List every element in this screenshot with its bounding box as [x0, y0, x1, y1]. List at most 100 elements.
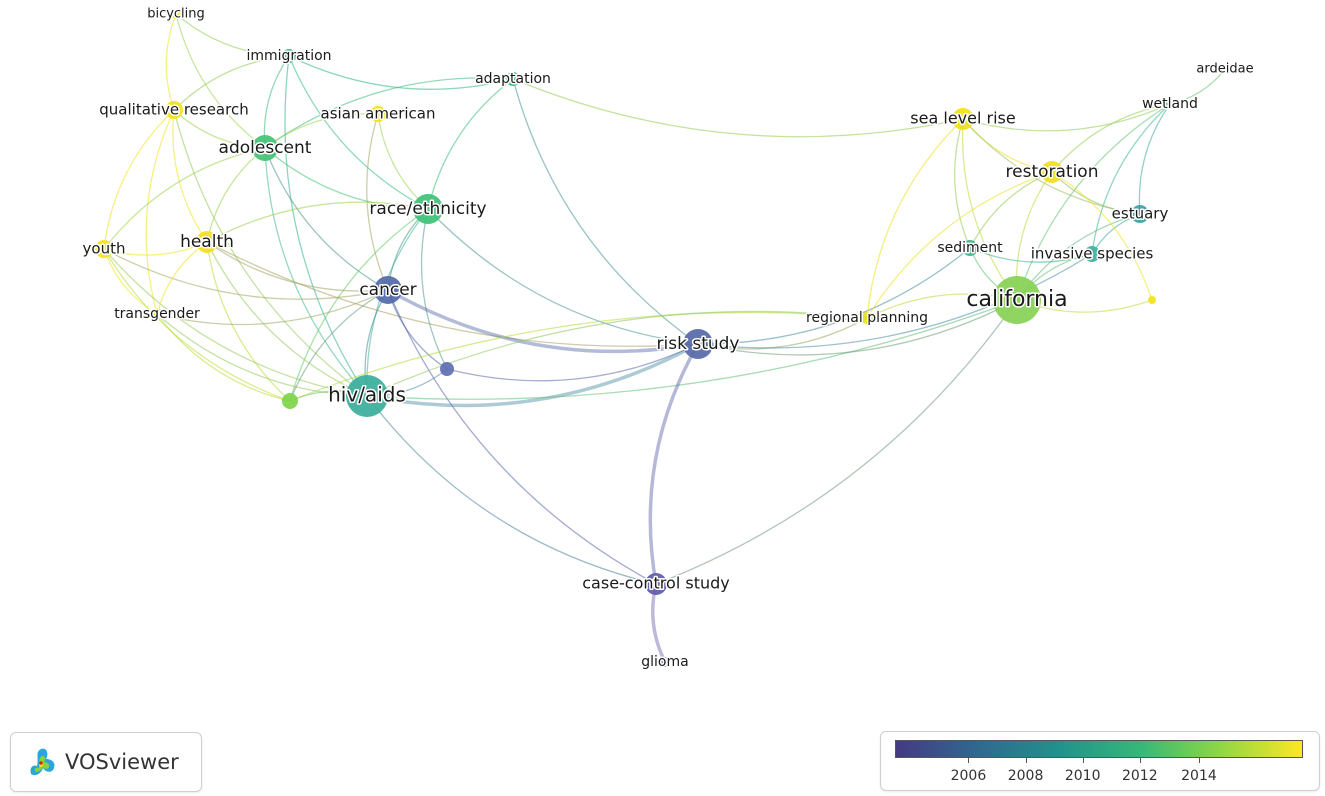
legend-tick-label: 2008	[1007, 768, 1044, 784]
node-label-bicycling[interactable]: bicycling	[146, 5, 207, 23]
edge-adolescent-hiv_aids	[264, 147, 368, 397]
edge-cancer-small_green	[289, 289, 389, 402]
node-regional-planning[interactable]	[861, 312, 873, 324]
node-restoration[interactable]	[1041, 161, 1063, 183]
legend-tick-label: 2012	[1121, 768, 1158, 784]
node-label-adaptation[interactable]: adaptation	[474, 70, 553, 89]
edge-wetland-ardeidae	[1169, 68, 1226, 105]
node-adaptation[interactable]	[506, 72, 520, 86]
node-wetland[interactable]	[1165, 99, 1175, 109]
edge-wetland-invasive_species	[1091, 103, 1171, 255]
legend-tick-label: 2006	[950, 768, 987, 784]
edge-risk_study-case_control_study	[648, 343, 700, 585]
node-invasive-species[interactable]	[1084, 246, 1100, 262]
node-label-sediment[interactable]: sediment	[936, 239, 1005, 258]
node-label-health[interactable]: health	[179, 231, 236, 254]
edge-bicycling-immigration	[175, 13, 290, 57]
node-health[interactable]	[196, 231, 218, 253]
node-label-immigration[interactable]: immigration	[245, 47, 333, 66]
edge-race_ethnicity-health	[206, 201, 429, 243]
edge-health-transgender	[156, 241, 208, 315]
node-race-ethnicity[interactable]	[413, 194, 443, 224]
node-glioma[interactable]	[660, 657, 670, 667]
node-california[interactable]	[993, 276, 1041, 324]
node-adolescent[interactable]	[252, 135, 278, 161]
node-label-ardeidae[interactable]: ardeidae	[1195, 60, 1255, 78]
node-label-regional-planning[interactable]: regional planning	[805, 309, 930, 328]
edge-cancer-risk_study	[387, 288, 699, 354]
edge-small_yellow-restoration	[1051, 171, 1153, 301]
node-label-wetland[interactable]: wetland	[1141, 95, 1200, 114]
node-label-race-ethnicity[interactable]: race/ethnicity	[368, 198, 488, 221]
edge-adaptation-race_ethnicity	[427, 78, 514, 210]
legend-tick-mark	[1082, 758, 1084, 763]
node-sediment[interactable]	[962, 240, 978, 256]
edge-race_ethnicity-small_green	[289, 208, 429, 402]
edge-cancer-small_blue	[387, 289, 448, 370]
edge-race_ethnicity-risk_study	[427, 208, 699, 345]
nodes-layer	[95, 9, 1228, 667]
node-label-restoration[interactable]: restoration	[1004, 161, 1100, 184]
node-label-risk-study[interactable]: risk study	[655, 333, 741, 356]
edge-risk_study-california	[697, 299, 1018, 356]
edge-sea_level_rise-regional_planning	[866, 118, 964, 319]
edge-youth-small_green	[103, 248, 291, 402]
node-small-green[interactable]	[282, 393, 298, 409]
node-label-sea-level-rise[interactable]: sea level rise	[909, 107, 1017, 129]
edge-adaptation-risk_study	[512, 78, 699, 345]
node-immigration[interactable]	[282, 49, 296, 63]
edge-health-risk_study	[206, 241, 699, 347]
node-small-yellow[interactable]	[1148, 296, 1156, 304]
node-label-estuary[interactable]: estuary	[1110, 203, 1170, 224]
node-label-transgender[interactable]: transgender	[113, 305, 202, 324]
node-risk-study[interactable]	[683, 329, 713, 359]
edge-restoration-sediment	[969, 171, 1053, 249]
node-cancer[interactable]	[374, 276, 402, 304]
node-asian-american[interactable]	[370, 106, 386, 122]
labels-layer: bicycling immigration adaptation qualitativ…	[81, 5, 1255, 672]
node-label-california[interactable]: california	[965, 286, 1069, 314]
node-hiv-aids[interactable]	[346, 375, 388, 417]
node-case-control-study[interactable]	[645, 573, 667, 595]
edge-adaptation-sea_level_rise	[512, 78, 964, 138]
node-sea-level-rise[interactable]	[952, 108, 974, 130]
edge-adolescent-youth	[103, 147, 266, 250]
node-label-invasive-species[interactable]: invasive species	[1029, 243, 1155, 264]
node-transgender[interactable]	[151, 308, 163, 320]
vosviewer-logo-icon	[30, 748, 55, 776]
edge-immigration-hiv_aids	[284, 55, 368, 397]
edge-case_control_study-glioma	[651, 583, 667, 663]
edge-risk_study-regional_planning	[697, 317, 868, 350]
edge-wetland-estuary	[1138, 103, 1171, 215]
node-label-glioma[interactable]: glioma	[640, 653, 690, 672]
edge-adolescent-race_ethnicity	[264, 147, 429, 210]
edge-sea_level_rise-sediment	[953, 118, 971, 249]
edge-sea_level_rise-california	[961, 118, 1018, 301]
node-label-hiv-aids[interactable]: hiv/aids	[327, 381, 408, 408]
node-label-youth[interactable]: youth	[81, 238, 127, 259]
edge-hiv_aids-case_control_study	[366, 395, 657, 585]
edge-adaptation-adolescent	[264, 77, 514, 149]
node-youth[interactable]	[95, 240, 113, 258]
edge-bicycling-qualitative_research	[165, 13, 177, 111]
vosviewer-logo-text: VOSviewer	[65, 750, 179, 774]
node-ardeidae[interactable]	[1222, 66, 1228, 72]
edge-transgender-small_green	[156, 313, 291, 402]
node-label-asian-american[interactable]: asian american	[319, 103, 437, 124]
node-label-adolescent[interactable]: adolescent	[217, 137, 313, 160]
legend-tick-label: 2010	[1064, 768, 1101, 784]
edge-transgender-cancer	[156, 289, 389, 326]
edge-health-cancer	[206, 241, 389, 292]
edge-case_control_study-california	[655, 299, 1018, 585]
node-bicycling[interactable]	[171, 9, 181, 19]
node-label-qualitative-research[interactable]: qualitative research	[98, 99, 250, 120]
node-small-blue[interactable]	[440, 362, 454, 376]
node-label-case-control-study[interactable]: case-control study	[581, 572, 731, 594]
node-estuary[interactable]	[1131, 205, 1149, 223]
node-label-cancer[interactable]: cancer	[358, 279, 418, 302]
edge-youth-cancer	[103, 248, 389, 300]
node-qualitative-research[interactable]	[165, 101, 183, 119]
edge-youth-health	[103, 241, 208, 256]
